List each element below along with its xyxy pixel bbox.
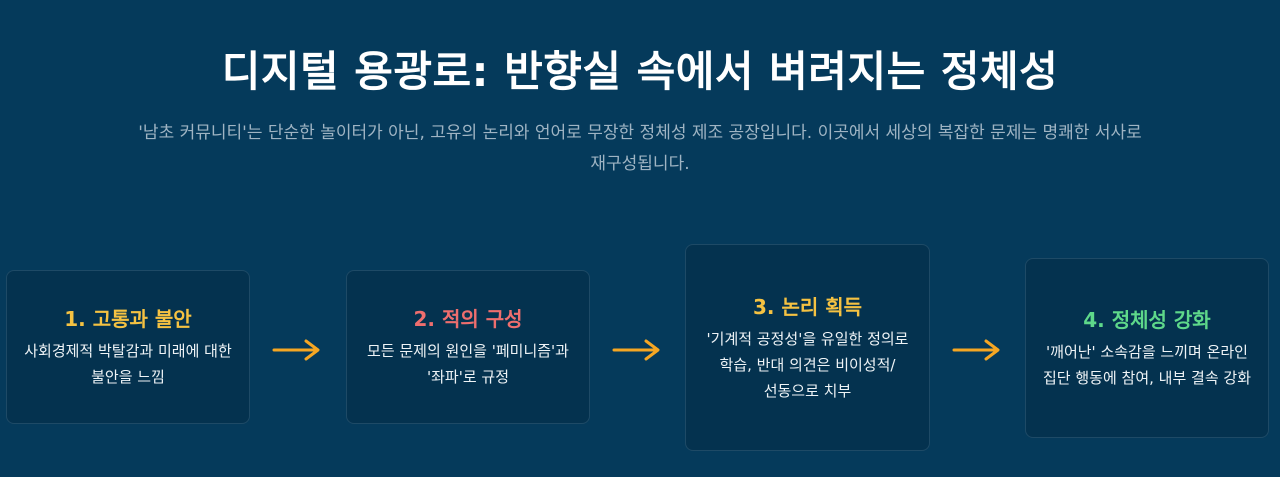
step-description: '깨어난' 소속감을 느끼며 온라인 집단 행동에 참여, 내부 결속 강화 (1042, 343, 1251, 387)
step-description: '기계적 공정성'을 유일한 정의로 학습, 반대 의견은 비이성적/선동으로 … (706, 329, 909, 400)
step-title: 1. 고통과 불안 (64, 307, 192, 331)
step-card-2: 2. 적의 구성 모든 문제의 원인을 '페미니즘'과 '좌파'로 규정 (346, 270, 590, 424)
step-description: 사회경제적 박탈감과 미래에 대한 불안을 느낌 (24, 342, 232, 386)
arrow-right-icon (272, 339, 320, 361)
arrow-right-icon (612, 339, 660, 361)
arrow-right-icon (952, 339, 1000, 361)
step-title: 2. 적의 구성 (413, 307, 523, 331)
page-title: 디지털 용광로: 반향실 속에서 벼려지는 정체성 (221, 47, 1059, 96)
step-title: 4. 정체성 강화 (1083, 308, 1211, 332)
step-card-1: 1. 고통과 불안 사회경제적 박탈감과 미래에 대한 불안을 느낌 (6, 270, 250, 424)
step-card-3: 3. 논리 획득 '기계적 공정성'을 유일한 정의로 학습, 반대 의견은 비… (685, 244, 930, 451)
step-title: 3. 논리 획득 (752, 294, 863, 319)
page-subtitle: '남초 커뮤니티'는 단순한 놀이터가 아닌, 고유의 논리와 언어로 무장한 … (138, 123, 1142, 174)
step-description: 모든 문제의 원인을 '페미니즘'과 '좌파'로 규정 (367, 342, 569, 386)
step-card-4: 4. 정체성 강화 '깨어난' 소속감을 느끼며 온라인 집단 행동에 참여, … (1025, 258, 1269, 438)
